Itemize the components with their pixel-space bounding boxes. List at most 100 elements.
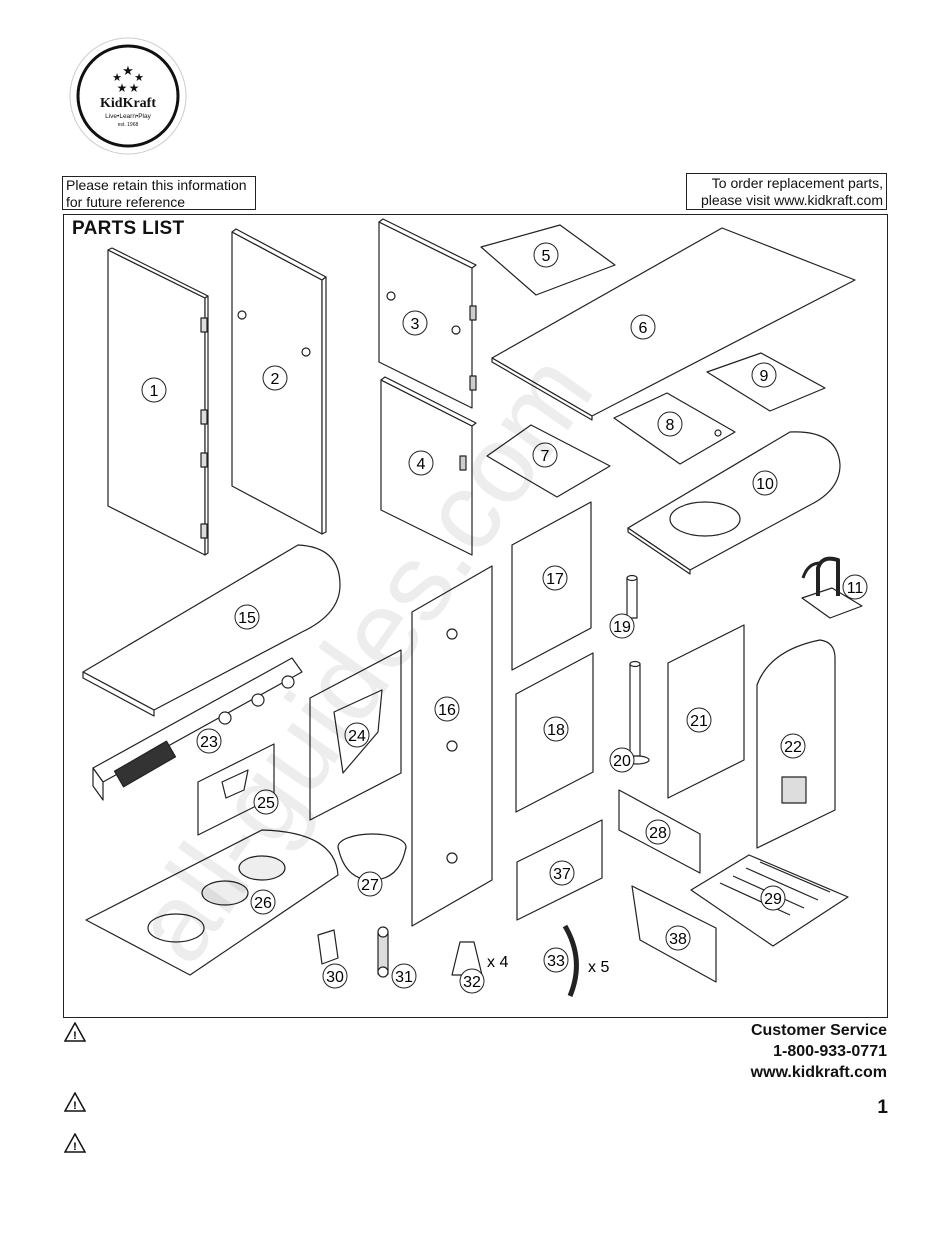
part-label-8: 8 xyxy=(657,411,683,437)
part-label-33: 33 xyxy=(543,947,569,973)
part-3-shape xyxy=(378,218,477,409)
svg-text:27: 27 xyxy=(361,877,379,894)
part-label-29: 29 xyxy=(760,885,786,911)
svg-text:9: 9 xyxy=(760,368,769,385)
quantity-33: x 5 xyxy=(588,959,609,976)
part-23-shape xyxy=(92,657,303,801)
svg-text:★: ★ xyxy=(117,81,128,95)
svg-text:1: 1 xyxy=(150,383,159,400)
part-label-20: 20 xyxy=(609,747,635,773)
part-label-30: 30 xyxy=(322,963,348,989)
svg-text:28: 28 xyxy=(649,825,667,842)
part-label-16: 16 xyxy=(434,696,460,722)
svg-text:24: 24 xyxy=(348,728,366,745)
warning-triangle-icon: ! xyxy=(64,1133,86,1153)
part-label-9: 9 xyxy=(751,362,777,388)
svg-text:★: ★ xyxy=(129,81,140,95)
part-11-shape xyxy=(801,556,863,619)
warning-triangle-icon: ! xyxy=(64,1022,86,1042)
part-6-shape xyxy=(491,227,856,421)
part-26-shape xyxy=(85,829,339,976)
svg-text:!: ! xyxy=(73,1100,77,1112)
part-label-6: 6 xyxy=(630,314,656,340)
part-label-3: 3 xyxy=(402,310,428,336)
svg-text:22: 22 xyxy=(784,739,802,756)
svg-text:31: 31 xyxy=(395,969,413,986)
part-label-23: 23 xyxy=(196,728,222,754)
part-10-shape xyxy=(627,431,841,575)
part-label-22: 22 xyxy=(780,733,806,759)
svg-text:!: ! xyxy=(73,1030,77,1042)
part-label-27: 27 xyxy=(357,871,383,897)
part-label-1: 1 xyxy=(141,377,167,403)
svg-text:11: 11 xyxy=(847,580,864,597)
svg-text:32: 32 xyxy=(463,974,481,991)
svg-text:4: 4 xyxy=(417,456,426,473)
part-label-15: 15 xyxy=(234,604,260,630)
svg-text:37: 37 xyxy=(553,866,571,883)
svg-text:7: 7 xyxy=(541,448,550,465)
part-label-26: 26 xyxy=(250,889,276,915)
part-label-38: 38 xyxy=(665,925,691,951)
svg-text:★: ★ xyxy=(122,63,134,78)
svg-text:est. 1968: est. 1968 xyxy=(118,122,139,128)
part-label-32: 32 xyxy=(459,968,485,994)
svg-text:2: 2 xyxy=(271,371,280,388)
svg-text:!: ! xyxy=(73,1141,77,1153)
part-label-19: 19 xyxy=(609,613,635,639)
part-16-shape xyxy=(411,565,493,927)
part-label-11: 11 xyxy=(842,574,868,600)
svg-text:38: 38 xyxy=(669,931,687,948)
parts-list-frame xyxy=(63,214,888,1018)
svg-text:KidKraft: KidKraft xyxy=(100,96,156,111)
part-label-10: 10 xyxy=(752,470,778,496)
part-label-4: 4 xyxy=(408,450,434,476)
svg-text:★: ★ xyxy=(134,72,144,84)
page-number: 1 xyxy=(877,1097,888,1118)
replacement-parts-notice: To order replacement parts, please visit… xyxy=(686,173,887,210)
part-20-shape xyxy=(624,660,650,765)
svg-text:19: 19 xyxy=(613,619,631,636)
part-label-25: 25 xyxy=(253,789,279,815)
part-30-shape xyxy=(317,929,339,965)
svg-text:20: 20 xyxy=(613,753,631,770)
svg-text:23: 23 xyxy=(200,734,218,751)
quantity-32: x 4 xyxy=(487,954,508,971)
svg-text:21: 21 xyxy=(690,713,708,730)
parts-list-title: PARTS LIST xyxy=(72,218,185,239)
warning-triangle-icon: ! xyxy=(64,1092,86,1112)
part-label-31: 31 xyxy=(391,963,417,989)
part-label-5: 5 xyxy=(533,242,559,268)
svg-text:3: 3 xyxy=(411,316,420,333)
part-label-7: 7 xyxy=(532,442,558,468)
part-19-shape xyxy=(626,574,638,619)
svg-text:10: 10 xyxy=(756,476,774,493)
part-33-shape xyxy=(562,924,579,997)
part-27-shape xyxy=(337,833,407,881)
part-label-17: 17 xyxy=(542,565,568,591)
customer-service-website[interactable]: www.kidkraft.com xyxy=(750,1064,887,1081)
svg-text:15: 15 xyxy=(238,610,256,627)
svg-text:16: 16 xyxy=(438,702,456,719)
part-label-21: 21 xyxy=(686,707,712,733)
customer-service-label: Customer Service xyxy=(750,1022,887,1039)
part-label-28: 28 xyxy=(645,819,671,845)
part-15-shape xyxy=(82,544,341,717)
svg-text:25: 25 xyxy=(257,795,275,812)
retain-info-notice: Please retain this information for futur… xyxy=(62,176,256,210)
part-25-shape xyxy=(197,743,275,836)
svg-text:★: ★ xyxy=(112,72,122,84)
part-1-shape xyxy=(107,247,209,556)
svg-text:8: 8 xyxy=(666,417,675,434)
customer-service-phone[interactable]: 1-800-933-0771 xyxy=(773,1043,887,1060)
customer-service-block: Customer Service 1-800-933-0771 www.kidk… xyxy=(751,1020,887,1083)
svg-text:26: 26 xyxy=(254,895,272,912)
part-label-24: 24 xyxy=(344,722,370,748)
svg-text:6: 6 xyxy=(639,320,648,337)
svg-text:18: 18 xyxy=(547,722,565,739)
kidkraft-logo: ★ ★ ★ ★ ★ KidKraft Live•Learn•Play est. … xyxy=(67,37,189,155)
svg-text:17: 17 xyxy=(546,571,564,588)
parts-illustration: 1 2 3 4 5 6 7 8 9 10 11 15 16 17 18 19 2… xyxy=(82,218,868,997)
star-icon: ★ ★ ★ ★ ★ xyxy=(112,63,144,95)
svg-text:29: 29 xyxy=(764,891,782,908)
